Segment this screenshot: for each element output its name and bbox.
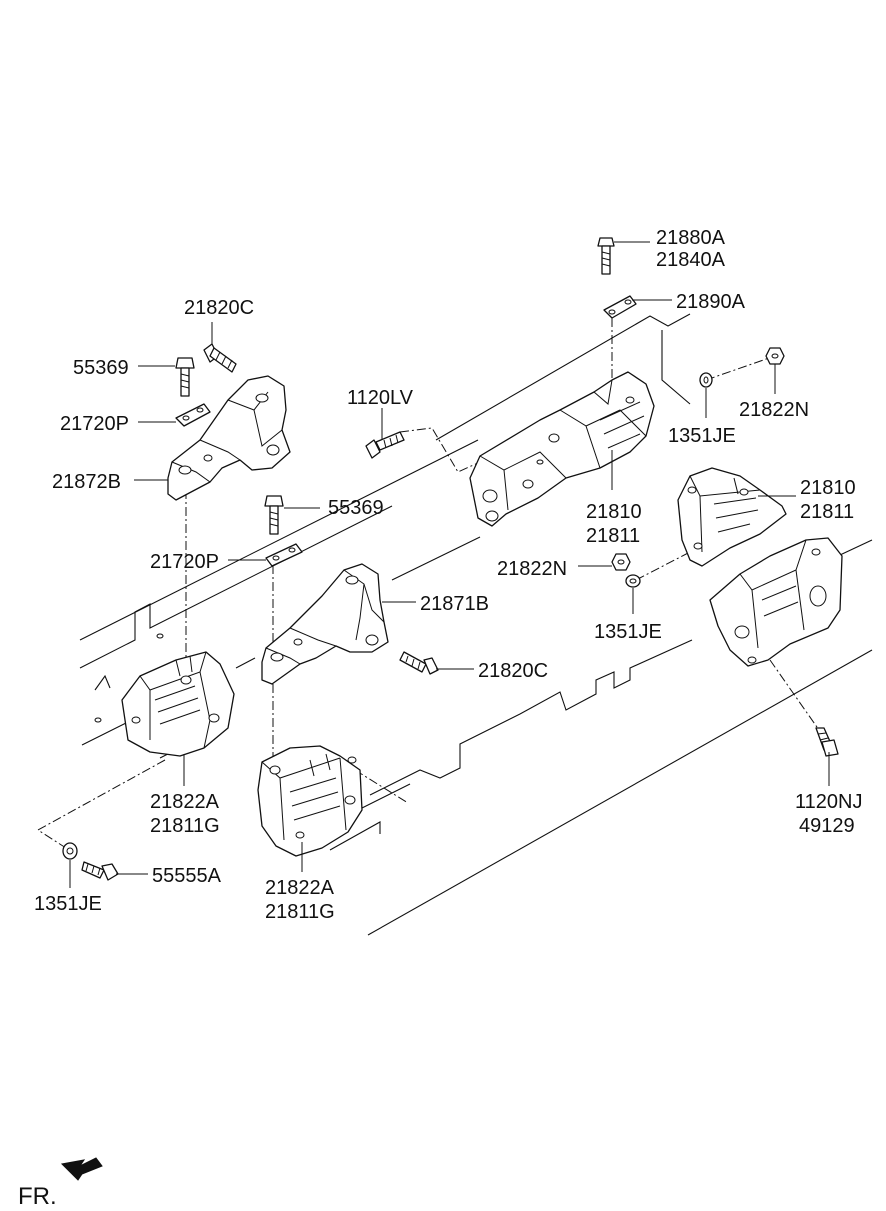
- washer-21890A-icon: [603, 295, 637, 319]
- bolt-1120LV-icon: [365, 431, 405, 459]
- bolt-21820C-top-icon: [203, 343, 237, 373]
- bracket-21871B: [261, 563, 389, 685]
- label-55555A: 55555A: [152, 865, 222, 887]
- label-1120NJ: 1120NJ: [795, 791, 862, 813]
- label-21820C-top: 21820C: [184, 297, 254, 319]
- label-21811-mid: 21811: [586, 525, 640, 547]
- label-21890A: 21890A: [676, 291, 746, 313]
- mount-21822A-center: [257, 745, 363, 857]
- washer-1351JE-mid-icon: [625, 574, 641, 588]
- label-21822A-center: 21822A: [265, 877, 335, 899]
- label-21811G-left: 21811G: [150, 815, 220, 837]
- label-21822N-right: 21822N: [739, 399, 809, 421]
- washer-1351JE-upper-icon: [699, 372, 713, 388]
- front-arrow-icon: [60, 1157, 103, 1181]
- label-21811G-center: 21811G: [265, 901, 335, 923]
- washer-21720P-mid-icon: [265, 543, 303, 567]
- label-21811-right: 21811: [800, 501, 854, 523]
- bracket-21810-right: [677, 467, 787, 567]
- bolt-55369-top-icon: [175, 357, 195, 397]
- label-55369-top: 55369: [73, 357, 129, 379]
- leader-lines: [69, 241, 830, 888]
- label-21840A: 21840A: [656, 249, 726, 271]
- fasteners: [62, 237, 839, 881]
- front-label: FR.: [18, 1183, 57, 1210]
- label-21820C-mid: 21820C: [478, 660, 548, 682]
- washer-21720P-top-icon: [175, 403, 211, 427]
- label-21822N-mid: 21822N: [497, 558, 567, 580]
- label-21880A: 21880A: [656, 227, 726, 249]
- label-1351JE-low: 1351JE: [34, 893, 102, 915]
- label-49129: 49129: [799, 815, 855, 837]
- engine-support-housing: [709, 537, 843, 667]
- alignment-lines: [37, 318, 827, 849]
- label-21810-mid: 21810: [586, 501, 642, 523]
- bolt-55555A-icon: [81, 861, 119, 881]
- bolt-21820C-mid-icon: [399, 651, 439, 675]
- bolt-55369-mid-icon: [264, 495, 284, 535]
- nut-21822N-right-icon: [765, 347, 785, 365]
- washer-1351JE-low-icon: [62, 842, 78, 860]
- label-21872B: 21872B: [52, 471, 121, 493]
- label-21720P-top: 21720P: [60, 413, 129, 435]
- label-21822A-left: 21822A: [150, 791, 220, 813]
- front-direction-indicator: FR.: [18, 1157, 103, 1210]
- nut-21822N-mid-icon: [611, 553, 631, 571]
- label-21871B: 21871B: [420, 593, 489, 615]
- bolt-21880A-icon: [597, 237, 615, 275]
- bracket-21872B: [167, 375, 291, 501]
- label-55369-mid: 55369: [328, 497, 384, 519]
- label-1351JE-upper: 1351JE: [668, 425, 736, 447]
- part-labels: 21880A 21840A 21890A 21820C 55369 1120LV…: [34, 227, 862, 923]
- bolt-1120NJ-icon: [815, 727, 839, 757]
- label-21720P-mid: 21720P: [150, 551, 219, 573]
- engine-frame-outline: [79, 313, 873, 936]
- label-1120LV: 1120LV: [347, 387, 414, 409]
- label-1351JE-mid: 1351JE: [594, 621, 662, 643]
- bracket-21810-upper: [469, 371, 655, 527]
- mount-21822A-left: [94, 633, 235, 757]
- label-21810-right: 21810: [800, 477, 856, 499]
